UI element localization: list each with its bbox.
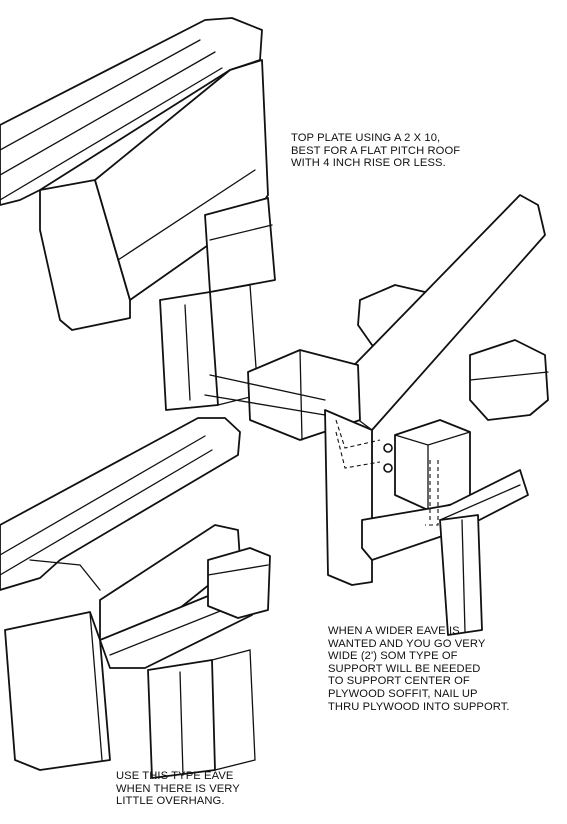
note-line: WANTED AND YOU GO VERY	[328, 637, 486, 650]
little-overhang-eave-drawing	[0, 417, 271, 779]
note-line: TOP PLATE USING A 2 x 10,	[291, 132, 441, 144]
note-line: THRU PLYWOOD INTO SUPPORT.	[328, 700, 510, 713]
note-line: WITH 4 INCH RISE OR LESS.	[291, 157, 446, 170]
note-line: PLYWOOD SOFFIT, NAIL UP	[328, 687, 478, 700]
note-line: WHEN THERE IS VERY	[116, 782, 240, 795]
note-line: SUPPORT WILL BE NEEDED	[328, 662, 481, 675]
note-top-plate: TOP PLATE USING A 2 x 10, BEST FOR A FLA…	[291, 132, 460, 170]
note-wider-eave: WHEN A WIDER EAVE IS WANTED AND YOU GO V…	[328, 625, 510, 713]
top-plate-eave-drawing	[0, 17, 276, 411]
note-line: TO SUPPORT CENTER OF	[328, 675, 470, 688]
wide-eave-support-drawing	[204, 194, 549, 636]
note-line: WIDE (2') SOM TYPE OF	[328, 650, 458, 663]
note-little-overhang: USE THIS TYPE EAVE WHEN THERE IS VERY LI…	[116, 770, 240, 808]
note-line: USE THIS TYPE EAVE	[116, 770, 234, 782]
note-line: LITTLE OVERHANG.	[116, 795, 225, 808]
note-line: WHEN A WIDER EAVE IS	[328, 625, 460, 637]
note-line: BEST FOR A FLAT PITCH ROOF	[291, 144, 461, 157]
